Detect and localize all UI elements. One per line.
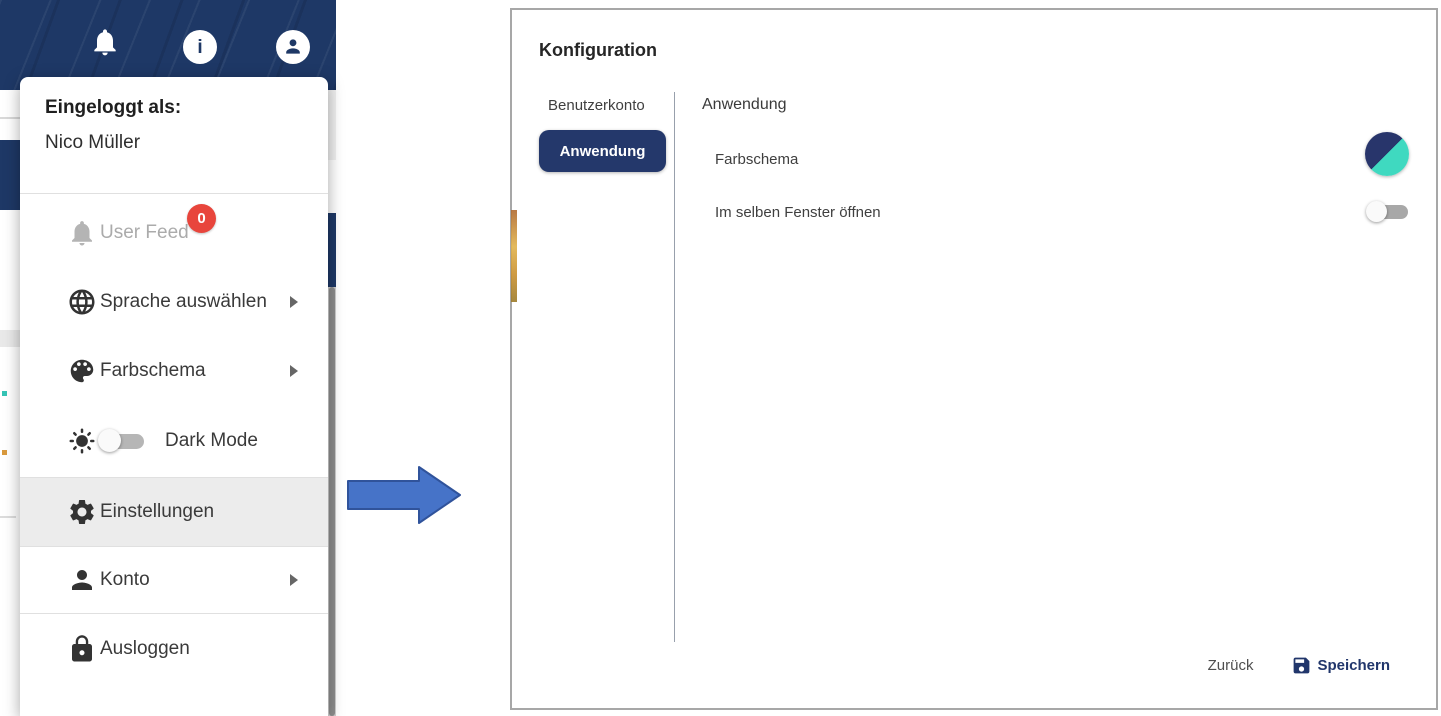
menu-item-color-scheme[interactable]: Farbschema bbox=[20, 337, 328, 405]
menu-item-label: Sprache auswählen bbox=[100, 291, 267, 312]
menu-item-user-feed[interactable]: User Feed 0 bbox=[20, 198, 328, 267]
bg-navy-band-left bbox=[0, 140, 20, 210]
bg-gray-band bbox=[0, 330, 20, 347]
menu-header: Eingeloggt als: Nico Müller bbox=[20, 77, 328, 193]
menu-item-label: Farbschema bbox=[100, 360, 206, 381]
user-dropdown-menu: Eingeloggt als: Nico Müller User Feed 0 … bbox=[20, 77, 328, 716]
configuration-dialog: Konfiguration Benutzerkonto Anwendung An… bbox=[510, 8, 1438, 710]
person-icon bbox=[65, 565, 99, 595]
menu-item-label: Einstellungen bbox=[100, 501, 215, 522]
globe-icon bbox=[65, 287, 99, 317]
bg-line-2 bbox=[0, 516, 16, 518]
sun-icon bbox=[65, 426, 99, 456]
user-name: Nico Müller bbox=[45, 132, 141, 153]
color-scheme-circle[interactable] bbox=[1365, 132, 1409, 176]
palette-icon bbox=[65, 356, 99, 386]
divider bbox=[20, 477, 328, 478]
divider bbox=[20, 613, 328, 614]
gear-icon bbox=[65, 497, 99, 527]
account-icon[interactable] bbox=[275, 29, 311, 65]
page-scrollbar-thumb[interactable] bbox=[329, 287, 335, 716]
info-icon[interactable]: i bbox=[182, 29, 218, 65]
bg-line bbox=[0, 117, 20, 119]
divider bbox=[20, 546, 328, 547]
tab-benutzerkonto[interactable]: Benutzerkonto bbox=[548, 97, 645, 114]
tab-anwendung[interactable]: Anwendung bbox=[539, 130, 666, 172]
top-navigation-bar: i bbox=[0, 0, 336, 90]
menu-item-select-language[interactable]: Sprache auswählen bbox=[20, 267, 328, 337]
dark-mode-toggle[interactable] bbox=[98, 429, 150, 453]
page-scrollbar[interactable] bbox=[328, 287, 336, 716]
divider bbox=[20, 193, 328, 194]
bg-navy-band-right bbox=[328, 213, 336, 287]
bg-speck-orange bbox=[2, 450, 7, 455]
lock-icon bbox=[65, 634, 99, 664]
menu-item-account[interactable]: Konto bbox=[20, 547, 328, 613]
dialog-footer: Zurück Speichern bbox=[1208, 651, 1390, 679]
bg-speck-teal bbox=[2, 391, 7, 396]
bell-icon bbox=[65, 218, 99, 248]
dialog-title: Konfiguration bbox=[539, 40, 657, 60]
menu-item-logout[interactable]: Ausloggen bbox=[20, 614, 328, 684]
menu-item-label: Konto bbox=[100, 569, 150, 590]
info-circle: i bbox=[183, 30, 217, 64]
menu-item-dark-mode[interactable]: Dark Mode bbox=[20, 405, 328, 477]
logged-in-as-label: Eingeloggt als: bbox=[45, 97, 182, 118]
transition-arrow bbox=[346, 462, 464, 533]
save-button-label: Speichern bbox=[1317, 656, 1390, 674]
chevron-right-icon bbox=[290, 296, 298, 308]
setting-label-same-window: Im selben Fenster öffnen bbox=[715, 204, 881, 221]
save-button[interactable]: Speichern bbox=[1291, 655, 1390, 676]
tab-anwendung-label: Anwendung bbox=[559, 142, 646, 160]
app-screenshot-left: i Eingeloggt als: Nico Müller bbox=[0, 0, 336, 716]
toggle-knob bbox=[1366, 201, 1387, 222]
menu-item-label: Dark Mode bbox=[165, 430, 258, 451]
dialog-edge-background-sliver bbox=[511, 210, 517, 302]
same-window-toggle[interactable] bbox=[1366, 200, 1412, 223]
vertical-divider bbox=[674, 92, 675, 642]
menu-item-label: Ausloggen bbox=[100, 638, 190, 659]
account-circle bbox=[276, 30, 310, 64]
save-icon bbox=[1294, 657, 1310, 673]
user-feed-count-badge: 0 bbox=[187, 204, 216, 233]
info-glyph: i bbox=[197, 36, 203, 58]
menu-item-settings[interactable]: Einstellungen bbox=[20, 478, 328, 546]
bell-icon bbox=[94, 29, 116, 56]
chevron-right-icon bbox=[290, 365, 298, 377]
content-heading: Anwendung bbox=[702, 96, 787, 113]
bg-strip-gray bbox=[328, 90, 336, 160]
back-button[interactable]: Zurück bbox=[1207, 656, 1254, 674]
setting-label-farbschema: Farbschema bbox=[715, 151, 799, 168]
person-glyph bbox=[286, 39, 300, 54]
notifications-bell-icon[interactable] bbox=[87, 24, 123, 60]
menu-item-label: User Feed bbox=[100, 221, 189, 243]
toggle-knob bbox=[98, 429, 121, 452]
chevron-right-icon bbox=[290, 574, 298, 586]
